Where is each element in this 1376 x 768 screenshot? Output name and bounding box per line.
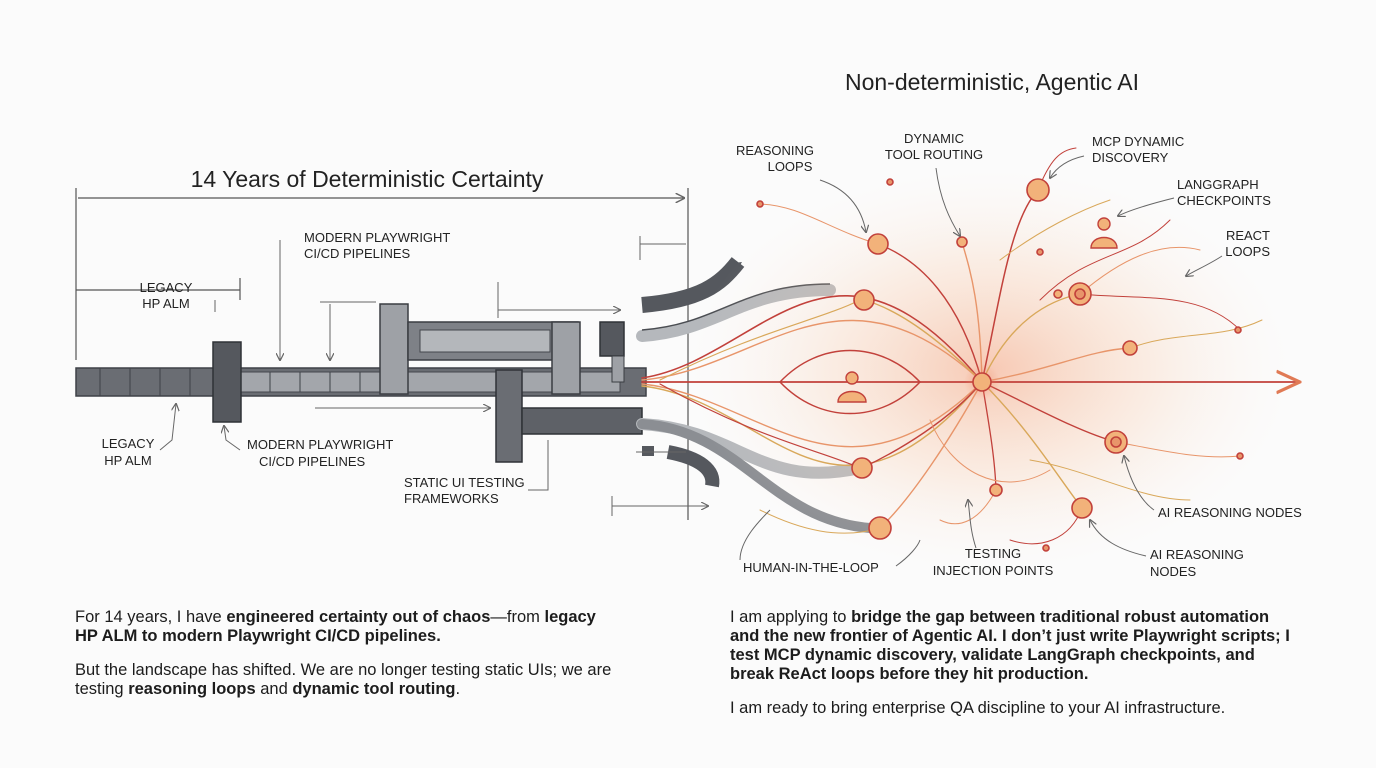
annotation-langgraph-checkpoints: LANGGRAPH CHECKPOINTS (1177, 177, 1271, 208)
human-icon (1090, 217, 1118, 249)
node-testing-injection (868, 516, 892, 540)
right-title: Non-deterministic, Agentic AI (845, 69, 1139, 95)
deterministic-pipeline (75, 256, 875, 533)
leader-react (1186, 255, 1223, 276)
annotation-testing-injection-points: TESTING INJECTION POINTS (933, 546, 1054, 578)
leader-langgraph (1118, 197, 1175, 216)
leader-ai-nodes-1 (1124, 456, 1155, 511)
leader-human-loop (739, 509, 771, 561)
text: . (455, 680, 461, 698)
svg-text:HUMAN-IN-THE-LOOP: HUMAN-IN-THE-LOOP (743, 560, 879, 575)
annotation-dynamic-tool-routing: DYNAMIC TOOL ROUTING (885, 131, 983, 162)
text: I am ready to bring enterprise QA discip… (730, 699, 1226, 717)
bold-text: legacy HP ALM to modern Playwright CI/CD… (75, 608, 596, 645)
bold-text: dynamic tool routing (292, 680, 456, 698)
node-mcp-discovery (1026, 178, 1050, 202)
leader-static-ui (528, 440, 549, 491)
text: —from (490, 608, 545, 626)
svg-text:TOOL ROUTING: TOOL ROUTING (885, 147, 983, 162)
annotation-modern-top: MODERN PLAYWRIGHT CI/CD PIPELINES (304, 230, 450, 261)
svg-text:FRAMEWORKS: FRAMEWORKS (404, 491, 499, 506)
left-copy: For 14 years, I have engineered certaint… (75, 608, 615, 699)
svg-text:LEGACY: LEGACY (102, 436, 155, 451)
dimension-brackets (315, 236, 708, 516)
node-reasoning-loops (867, 233, 889, 255)
transition-diagram: 14 Years of Deterministic Certainty Non-… (75, 69, 1302, 579)
svg-text:DISCOVERY: DISCOVERY (1092, 150, 1169, 165)
svg-text:STATIC UI TESTING: STATIC UI TESTING (404, 475, 525, 490)
bold-text: engineered certainty out of chaos (226, 608, 491, 626)
text: I am applying to (730, 608, 852, 626)
annotation-mcp-dynamic-discovery: MCP DYNAMIC DISCOVERY (1092, 134, 1184, 165)
leader-modern-bottom (224, 426, 241, 451)
svg-text:LANGGRAPH: LANGGRAPH (1177, 177, 1259, 192)
left-copy-paragraph-1: For 14 years, I have engineered certaint… (75, 608, 615, 646)
agentic-network (641, 147, 1298, 570)
annotation-modern-bottom: MODERN PLAYWRIGHT CI/CD PIPELINES (247, 437, 393, 469)
leader-reasoning-loops (819, 179, 866, 232)
svg-text:HP ALM: HP ALM (142, 296, 189, 311)
svg-text:TESTING: TESTING (965, 546, 1021, 561)
leader-legacy-bottom (159, 404, 176, 451)
text: But the landscape has shifted. We are no… (75, 661, 612, 698)
annotation-ai-reasoning-nodes-1: AI REASONING NODES (1158, 505, 1302, 520)
right-copy: I am applying to bridge the gap between … (730, 608, 1300, 718)
svg-text:NODES: NODES (1150, 564, 1197, 579)
leader-dynamic-tool-routing (935, 167, 960, 236)
leader-ai-nodes-2 (1090, 520, 1147, 557)
left-copy-paragraph-2: But the landscape has shifted. We are no… (75, 661, 615, 699)
annotation-reasoning-loops: REASONING LOOPS (736, 143, 814, 174)
svg-text:CHECKPOINTS: CHECKPOINTS (1177, 193, 1271, 208)
svg-text:CI/CD PIPELINES: CI/CD PIPELINES (259, 454, 366, 469)
text: and (255, 680, 293, 698)
leader-mcp-discovery (1050, 155, 1085, 178)
svg-text:CI/CD PIPELINES: CI/CD PIPELINES (304, 246, 411, 261)
annotation-react-loops: REACT LOOPS (1225, 228, 1270, 259)
annotation-human-in-the-loop: HUMAN-IN-THE-LOOP (743, 560, 879, 575)
svg-text:LOOPS: LOOPS (768, 159, 813, 174)
human-icon (837, 371, 867, 403)
right-copy-paragraph-2: I am ready to bring enterprise QA discip… (730, 699, 1300, 718)
svg-text:AI REASONING: AI REASONING (1150, 547, 1244, 562)
leader-testing (968, 500, 977, 549)
leader-human-loop-2 (895, 539, 921, 567)
bold-text: bridge the gap between traditional robus… (730, 608, 1290, 683)
annotation-ai-reasoning-nodes-2: AI REASONING NODES (1150, 547, 1244, 579)
svg-text:LEGACY: LEGACY (140, 280, 193, 295)
text: For 14 years, I have (75, 608, 227, 626)
svg-text:AI REASONING NODES: AI REASONING NODES (1158, 505, 1302, 520)
svg-text:MODERN PLAYWRIGHT: MODERN PLAYWRIGHT (247, 437, 393, 452)
annotation-legacy-bottom: LEGACY HP ALM (102, 436, 155, 468)
svg-text:MCP DYNAMIC: MCP DYNAMIC (1092, 134, 1184, 149)
svg-text:REACT: REACT (1226, 228, 1270, 243)
svg-text:REASONING: REASONING (736, 143, 814, 158)
svg-text:HP ALM: HP ALM (104, 453, 151, 468)
node-ai-reasoning-2 (1071, 497, 1093, 519)
svg-text:MODERN PLAYWRIGHT: MODERN PLAYWRIGHT (304, 230, 450, 245)
annotation-legacy-top: LEGACY HP ALM (140, 280, 193, 311)
svg-text:LOOPS: LOOPS (1225, 244, 1270, 259)
bold-text: reasoning loops (128, 680, 256, 698)
annotation-static-ui: STATIC UI TESTING FRAMEWORKS (404, 475, 525, 506)
right-copy-paragraph-1: I am applying to bridge the gap between … (730, 608, 1300, 684)
svg-text:DYNAMIC: DYNAMIC (904, 131, 964, 146)
left-title: 14 Years of Deterministic Certainty (191, 166, 544, 192)
svg-text:INJECTION POINTS: INJECTION POINTS (933, 563, 1054, 578)
